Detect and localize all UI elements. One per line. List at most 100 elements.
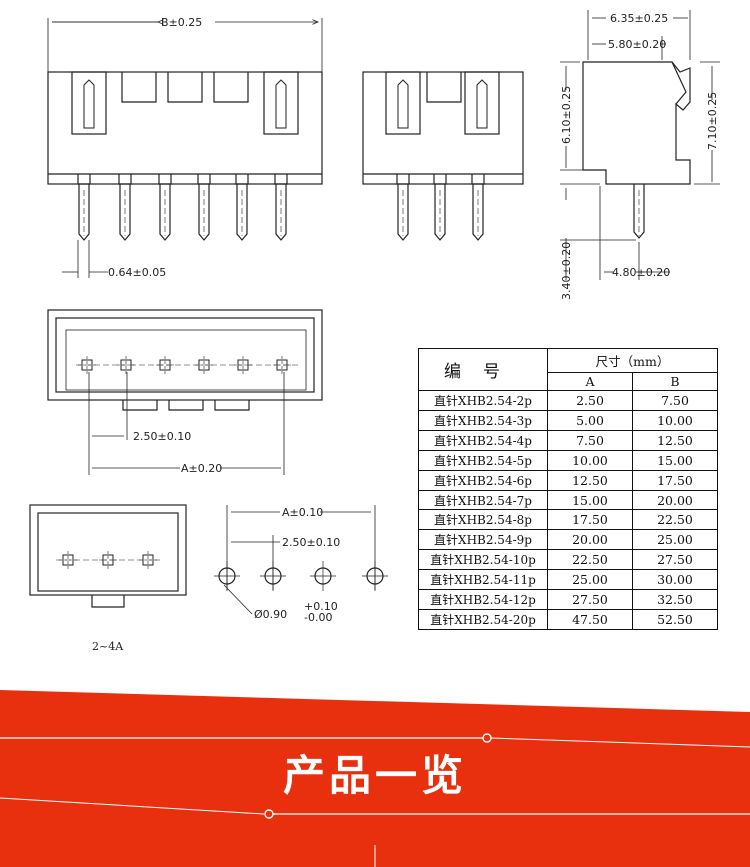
spec-cell-part: 直针XHB2.54-5p [418, 449, 548, 471]
spec-cell-part: 直针XHB2.54-11p [418, 569, 548, 591]
spec-cell-a: 5.00 [547, 409, 633, 431]
pin [158, 174, 172, 241]
front-view-3pin [362, 71, 524, 241]
banner-line-bottom [0, 797, 265, 815]
spec-cell-a: 7.50 [547, 429, 633, 451]
spec-cell-a: 10.00 [547, 449, 633, 471]
spec-cell-a: 2.50 [547, 390, 633, 411]
spec-cell-b: 12.50 [632, 429, 718, 451]
spec-cell-b: 25.00 [632, 529, 718, 551]
technical-drawing: B±0.25 0.64±0.05 [29, 10, 720, 653]
spec-cell-b: 30.00 [632, 569, 718, 591]
pin [396, 174, 410, 241]
pin-pad [117, 356, 135, 374]
spec-cell-a: 47.50 [547, 609, 633, 630]
top-view-6pin [47, 309, 323, 475]
banner-title: 产品一览 [282, 751, 467, 800]
spec-cell-part: 直针XHB2.54-4p [418, 429, 548, 451]
dim-pin-width: 0.64±0.05 [108, 266, 166, 279]
pcb-hole [214, 561, 240, 591]
dim-span-A: A±0.20 [181, 462, 222, 475]
spec-cell-part: 直针XHB2.54-20p [418, 609, 548, 630]
pin-pad [59, 551, 77, 569]
pin-pad [234, 356, 252, 374]
pin-pad [195, 356, 213, 374]
dim-hole-tol-minus: -0.00 [304, 611, 332, 624]
spec-cell-b: 22.50 [632, 509, 718, 531]
header-col-A: A [547, 372, 633, 392]
banner [0, 690, 750, 867]
dim-pin-offset: 4.80±0.20 [612, 266, 670, 279]
dim-pad-pitch: 2.50±0.10 [282, 536, 340, 549]
pin [433, 174, 447, 241]
spec-cell-a: 25.00 [547, 569, 633, 591]
header-size: 尺寸（mm） [547, 347, 718, 374]
spec-cell-part: 直针XHB2.54-9p [418, 529, 548, 551]
pin-pad [273, 356, 291, 374]
spec-cell-b: 27.50 [632, 549, 718, 571]
dim-front-B: B±0.25 [161, 16, 202, 29]
spec-cell-part: 直针XHB2.54-10p [418, 549, 548, 571]
dim-hole-tol-plus: +0.10 [304, 600, 338, 613]
dim-side-outer: 6.35±0.25 [610, 12, 668, 25]
pcb-hole-pattern [214, 505, 388, 615]
spec-cell-a: 27.50 [547, 589, 633, 610]
spec-cell-b: 15.00 [632, 449, 718, 471]
header-code: 编号 [418, 347, 548, 392]
banner-line-top-right [490, 737, 750, 748]
pin [471, 174, 485, 241]
spec-cell-a: 22.50 [547, 549, 633, 571]
dim-pad-A: A±0.10 [282, 506, 323, 519]
dim-height-710: 7.10±0.25 [706, 92, 719, 150]
pin-pad [139, 551, 157, 569]
side-view [560, 10, 720, 280]
spec-cell-a: 15.00 [547, 489, 633, 511]
spec-cell-a: 17.50 [547, 509, 633, 531]
top-view-3pin [29, 504, 187, 608]
pin [197, 174, 211, 241]
dim-pin-length: 3.40±0.20 [560, 242, 573, 300]
dim-side-inner: 5.80±0.20 [608, 38, 666, 51]
front-view-6pin [47, 18, 323, 278]
spec-cell-a: 12.50 [547, 469, 633, 491]
spec-cell-b: 20.00 [632, 489, 718, 511]
dim-hole-diameter: Ø0.90 [254, 608, 287, 621]
dim-pitch-top: 2.50±0.10 [133, 430, 191, 443]
pin-pad [99, 551, 117, 569]
spec-cell-part: 直针XHB2.54-12p [418, 589, 548, 610]
spec-cell-b: 52.50 [632, 609, 718, 630]
pcb-hole [260, 561, 286, 591]
pin [118, 174, 132, 241]
header-col-B: B [632, 372, 718, 392]
spec-cell-b: 17.50 [632, 469, 718, 491]
pin [235, 174, 249, 241]
pin [274, 174, 288, 241]
spec-cell-part: 直针XHB2.54-2p [418, 390, 548, 411]
pcb-hole [362, 561, 388, 591]
spec-cell-part: 直针XHB2.54-3p [418, 409, 548, 431]
note-2-4A: 2~4A [92, 640, 124, 653]
spec-cell-b: 7.50 [632, 390, 718, 411]
pin-pad [156, 356, 174, 374]
spec-cell-part: 直针XHB2.54-7p [418, 489, 548, 511]
pin-pad [78, 356, 96, 374]
dim-height-610: 6.10±0.25 [560, 86, 573, 144]
pcb-hole [310, 561, 336, 591]
spec-cell-a: 20.00 [547, 529, 633, 551]
spec-cell-b: 10.00 [632, 409, 718, 431]
pin [77, 174, 91, 241]
